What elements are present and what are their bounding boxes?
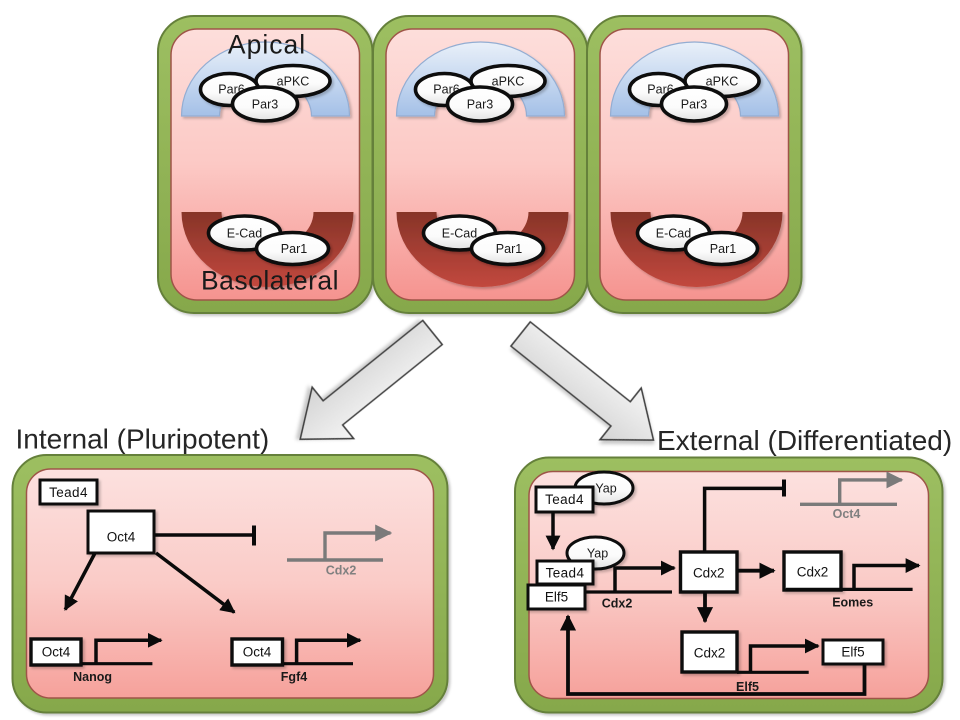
svg-text:Cdx2: Cdx2 xyxy=(602,597,633,611)
svg-text:Yap: Yap xyxy=(595,482,616,496)
svg-text:Nanog: Nanog xyxy=(73,670,112,684)
svg-text:Apical: Apical xyxy=(228,30,306,60)
svg-text:Basolateral: Basolateral xyxy=(201,266,339,296)
svg-text:Oct4: Oct4 xyxy=(107,530,136,545)
svg-text:Tead4: Tead4 xyxy=(545,492,584,507)
svg-text:Internal (Pluripotent): Internal (Pluripotent) xyxy=(16,424,270,455)
svg-text:Tead4: Tead4 xyxy=(49,485,88,500)
svg-text:Elf5: Elf5 xyxy=(736,680,759,694)
svg-text:External (Differentiated): External (Differentiated) xyxy=(657,425,952,456)
svg-text:Yap: Yap xyxy=(587,547,608,561)
svg-text:Cdx2: Cdx2 xyxy=(797,565,829,580)
svg-text:Cdx2: Cdx2 xyxy=(694,646,726,661)
svg-text:Fgf4: Fgf4 xyxy=(281,670,307,684)
svg-text:Cdx2: Cdx2 xyxy=(326,564,357,578)
svg-text:Cdx2: Cdx2 xyxy=(693,566,725,581)
svg-text:Elf5: Elf5 xyxy=(841,645,864,660)
svg-text:Tead4: Tead4 xyxy=(546,566,585,581)
svg-text:Elf5: Elf5 xyxy=(545,590,568,605)
svg-text:Oct4: Oct4 xyxy=(833,507,861,521)
svg-text:Eomes: Eomes xyxy=(832,596,873,610)
svg-text:Oct4: Oct4 xyxy=(42,645,71,660)
svg-text:Oct4: Oct4 xyxy=(243,645,272,660)
